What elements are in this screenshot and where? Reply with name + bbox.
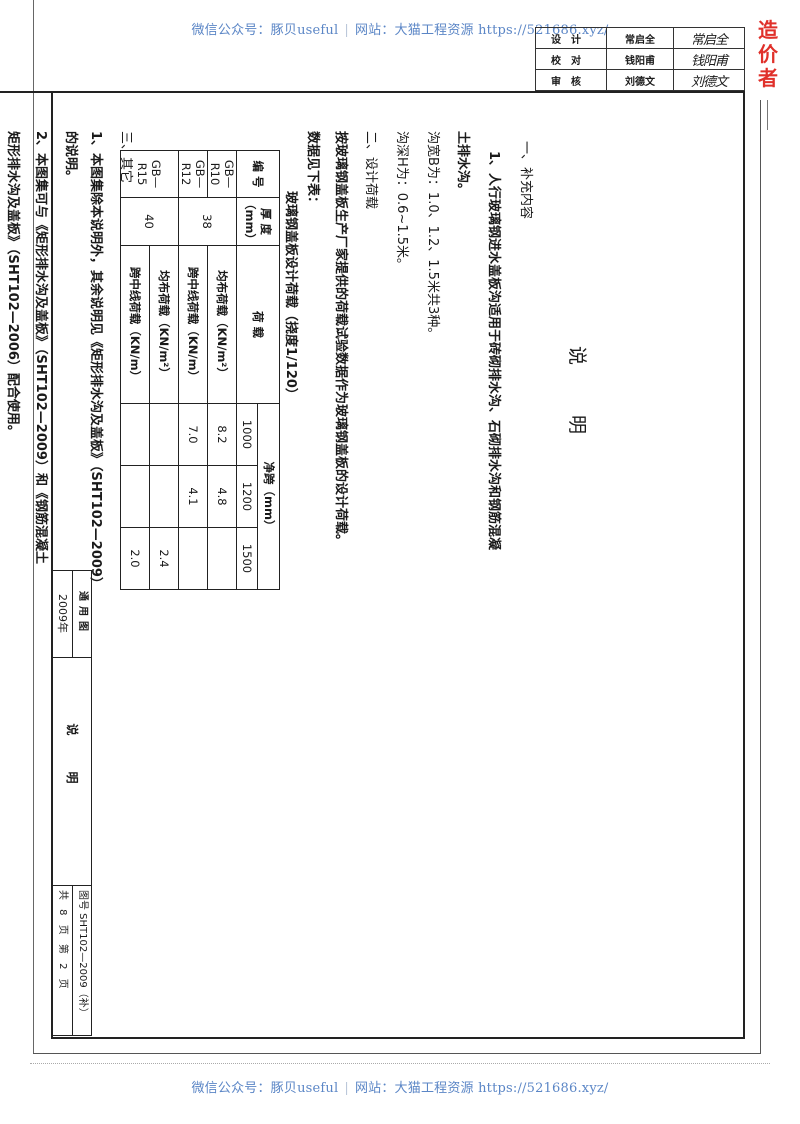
section3-item1-line1: 1、本图集除本说明外，其余说明见《矩形排水沟及盖板》（SHT102—2009） [88,131,103,590]
cell-value: 8.2 [207,403,237,466]
cell-code: GB—R12 [178,150,208,198]
handwritten-signature: 刘德文 [673,69,745,91]
table-header-row: 编 号 厚 度（mm） 荷 载 净跨（mm） [236,150,280,590]
inner-frame [51,91,745,1039]
span-1500: 1500 [236,527,258,590]
cell-value [149,403,179,466]
cell-load: 均布荷载（KN/m²） [207,245,237,404]
cell-thickness: 40 [120,197,179,246]
watermark-wechat: 微信公众号：豚贝useful [191,23,339,38]
outer-frame-right [760,100,761,1054]
signature-row: 设计 常启全 常启全 [535,27,745,49]
drawing-name: 说明 [52,658,92,886]
rotated-document-sheet: 说明 一、补充内容 1、人行玻璃钢进水盖板沟适用于砖砌排水沟、石砌排水沟和钢筋混… [5,91,742,1037]
outer-frame-left [33,0,34,1054]
scan-edge-dots [30,1063,770,1064]
cell-code: GB—R10 [207,150,237,198]
drawing-number: 图号 SHT102—2009（补） [72,886,92,1036]
stamp-line [767,100,768,130]
section3-item2-line2: 矩形排水沟及盖板》（SHT102—2006）配合使用。 [5,131,20,438]
cell-load: 均布荷载（KN/m²） [149,245,179,404]
page-count: 共 8 页 第 2 页 [57,890,68,992]
load-table: 编 号 厚 度（mm） 荷 载 净跨（mm） 1000 1200 1500 GB… [120,150,280,590]
table-row: GB—R10 38 均布荷载（KN/m²） 8.2 4.8 [178,150,237,590]
cell-value [178,527,208,590]
title-block: 通用图 2009年 说明 图号 SHT102—2009（补） 共 8 页 第 2… [52,570,92,1036]
section3-item1-line2: 的说明。 [63,131,78,184]
cell-value [149,465,179,528]
cell-load: 跨中线荷载（KN/m） [120,245,150,404]
header-load: 荷 载 [236,245,280,404]
title-block-number: 图号 SHT102—2009（补） 共 8 页 第 2 页 [52,886,92,1036]
signature-row: 校对 钱阳甫 钱阳甫 [535,48,745,70]
handwritten-signature: 常启全 [673,27,745,49]
section1-item1-line1: 1、人行玻璃钢进水盖板沟适用于砖砌排水沟、石砌排水沟和钢筋混凝 [486,151,501,551]
section2-para-line1: 按玻璃钢盖板生产厂家提供的荷载试验数据作为玻璃钢盖板的设计荷载。 [333,131,348,548]
signature-name: 钱阳甫 [606,48,674,70]
watermark-separator: | [344,23,349,38]
signature-name: 刘德文 [606,69,674,91]
signature-role: 审核 [535,69,607,91]
cell-value [207,527,237,590]
page-title: 说明 [566,346,588,485]
header-thickness: 厚 度（mm） [236,197,280,246]
cell-thickness: 38 [178,197,237,246]
watermark-wechat: 微信公众号：豚贝useful [191,1081,339,1096]
header-code: 编 号 [236,150,280,198]
outer-frame-bottom [33,1053,761,1054]
title-block-approval: 通用图 2009年 [52,570,92,658]
approval-label: 通用图 [72,570,92,657]
section1-item1-line2: 土排水沟。 [455,131,470,197]
section2-para-line2: 数据见下表： [305,131,320,210]
span-1000: 1000 [236,403,258,466]
cell-value [120,403,150,466]
header-thickness-unit: （mm） [243,198,257,245]
handwritten-signature: 钱阳甫 [673,48,745,70]
signature-role: 校对 [535,48,607,70]
cell-value: 2.4 [149,527,179,590]
section1-width-line: 沟宽B为：1.0、1.2、1.5米共3种。 [425,131,440,341]
frame-top-line [0,91,743,93]
span-1200: 1200 [236,465,258,528]
header-span: 净跨（mm） [258,403,280,590]
cell-value: 2.0 [120,527,150,590]
red-stamp: 造价者 [758,18,778,90]
table-row: GB—R15 40 均布荷载（KN/m²） 2.4 [120,150,179,590]
section1-heading: 一、补充内容 [518,141,533,220]
watermark-separator: | [344,1081,349,1096]
section2-heading: 二、设计荷载 [363,131,378,210]
cell-value: 4.1 [178,465,208,528]
signature-name: 常启全 [606,27,674,49]
signature-table: 设计 常启全 常启全 校对 钱阳甫 钱阳甫 审核 刘德文 刘德文 [535,27,745,91]
signature-role: 设计 [535,27,607,49]
section3-heading: 三、其它 [118,131,133,184]
approval-year: 2009年 [56,594,69,633]
signature-row: 审核 刘德文 刘德文 [535,69,745,91]
load-table-caption: 玻璃钢盖板设计荷载（挠度1/120） [283,191,298,401]
section3-item2-line1: 2、本图集可与《矩形排水沟及盖板》（SHT102—2009）和《钢筋混凝土 [33,131,48,564]
section1-depth-line: 沟深H为：0.6~1.5米。 [394,131,409,272]
cell-value: 7.0 [178,403,208,466]
cell-value: 4.8 [207,465,237,528]
watermark-bottom: 微信公众号：豚贝useful | 网站：大猫工程资源 https://521686.… [0,1077,800,1096]
cell-load: 跨中线荷载（KN/m） [178,245,208,404]
header-thickness-label: 厚 度 [259,207,273,235]
watermark-site: 网站：大猫工程资源 https://521686.xyz/ [354,1081,609,1096]
cell-value [120,465,150,528]
